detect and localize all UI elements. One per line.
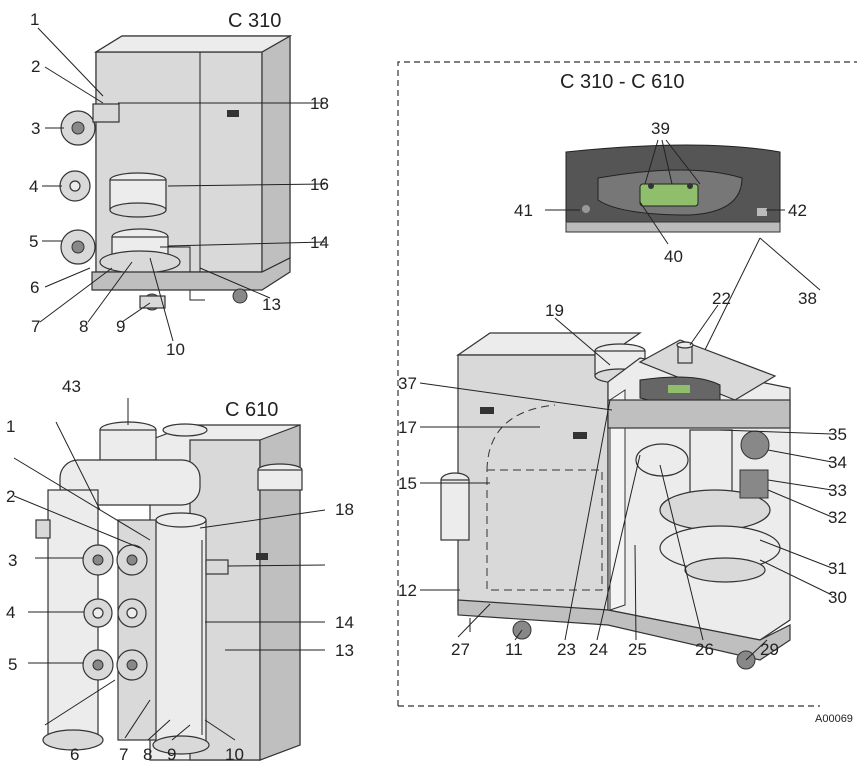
callout-39: 41 (514, 201, 533, 220)
callout-34: 35 (828, 425, 847, 444)
c610-boiler-illustration (35, 421, 303, 761)
callout-15: 15 (398, 474, 417, 493)
callout-18-c310: 18 (310, 94, 329, 113)
callout-9-c610: 9 (167, 745, 176, 764)
callout-26: 26 (695, 640, 714, 659)
callout-14-c310: 14 (310, 233, 329, 252)
callout-23: 23 (557, 640, 576, 659)
callout-27: 27 (451, 640, 470, 659)
figure-code: A00069 (815, 713, 853, 725)
callout-18-c610: 18 (335, 500, 354, 519)
callout-8-c310: 8 (79, 317, 88, 336)
detail-callout-lines (419, 304, 833, 661)
callout-29: 30 (828, 588, 847, 607)
callout-5-c310: 5 (29, 232, 38, 251)
callout-22: 22 (712, 289, 731, 308)
callout-11: 11 (505, 640, 523, 659)
callout-30: 31 (828, 559, 847, 578)
c310-callout-lines (37, 27, 326, 342)
callout-28: 29 (760, 640, 779, 659)
boiler-cutaway-illustration (440, 332, 791, 670)
callout-17: 17 (398, 418, 417, 437)
callout-16-c310: 16 (310, 175, 329, 194)
title-detail: C 310 - C 610 (560, 71, 685, 93)
c310-boiler-illustration (59, 34, 293, 311)
callout-32: 33 (828, 481, 847, 500)
callout-5-c610: 5 (8, 655, 17, 674)
callout-6-c310: 6 (30, 278, 39, 297)
control-panel-illustration (565, 144, 781, 233)
callout-19: 19 (545, 301, 564, 320)
callout-40: 42 (788, 201, 807, 220)
callout-4-c610: 4 (6, 603, 15, 622)
callout-7-c610: 7 (119, 745, 128, 764)
callout-38: 40 (664, 247, 683, 266)
callout-2-c310: 2 (31, 57, 40, 76)
callout-1-c310: 1 (30, 10, 39, 29)
callout-37: 39 (651, 119, 670, 138)
callout-3-c610: 3 (8, 551, 17, 570)
title-c310: C 310 (228, 10, 281, 32)
callout-1-c610: 1 (6, 417, 15, 436)
callout-8-c610: 8 (143, 745, 152, 764)
callout-10-c310: 10 (166, 340, 185, 359)
callout-4-c310: 4 (29, 177, 38, 196)
callout-31: 32 (828, 508, 847, 527)
callout-13-c310: 13 (262, 295, 281, 314)
callout-9-c310: 9 (116, 317, 125, 336)
callout-12: 12 (398, 581, 417, 600)
callout-33: 34 (828, 453, 847, 472)
callout-25: 25 (628, 640, 647, 659)
callout-13-c610: 13 (335, 641, 354, 660)
callout-2-c610: 2 (6, 487, 15, 506)
callout-7-c310: 7 (31, 317, 40, 336)
callout-35: 37 (398, 374, 417, 393)
callout-14-c610: 14 (335, 613, 354, 632)
c610-callout-lines (13, 398, 326, 741)
callout-41-c610: 43 (62, 377, 81, 396)
callout-10-c610: 10 (225, 745, 244, 764)
callout-24: 24 (589, 640, 608, 659)
callout-6-c610: 6 (70, 745, 79, 764)
detail-top-callout-lines (545, 139, 821, 361)
detail-frame (397, 61, 857, 706)
callout-36: 38 (798, 289, 817, 308)
title-c610: C 610 (225, 399, 278, 421)
callout-3-c310: 3 (31, 119, 40, 138)
